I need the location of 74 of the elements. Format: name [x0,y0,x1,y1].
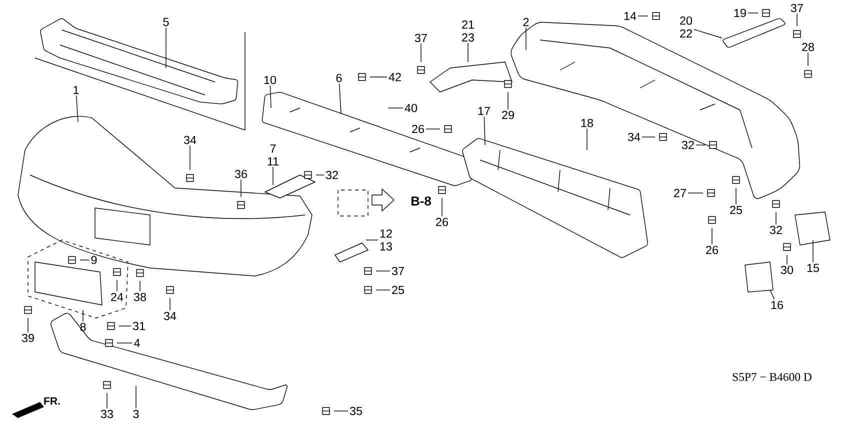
leader-line [586,128,588,150]
callout-number: 32 [326,170,338,180]
leader-line [748,12,758,14]
leader-line [272,166,274,186]
leader-line [116,280,118,292]
leader-line [642,136,656,138]
diagram-code: S5P7 − B4600 D [732,373,812,381]
leader-line [76,95,78,122]
callout-number: 14 [624,12,636,20]
callout-number: 26 [436,218,448,226]
callout-number: 37 [414,34,427,42]
callout-number: 39 [22,334,34,342]
leader-line [786,254,788,265]
callout-number: 35 [350,406,362,416]
callout-number: 26 [706,246,718,254]
callout-number: 34 [184,136,196,144]
callout-number: 38 [134,292,146,302]
leader-line [106,392,108,409]
leader-line [376,270,390,272]
callout-number: 21 23 [462,20,474,42]
callout-number: 26 [412,124,424,134]
callout-number: 18 [581,118,594,128]
leader-line [688,192,704,194]
leader-line [316,174,324,176]
callout-number: 20 22 [680,16,692,38]
leader-line [370,76,388,78]
leader-line [696,144,706,146]
leader-line [796,13,798,26]
callout-number: 25 [392,286,404,294]
callout-number: 37 [392,266,404,276]
leader-line [240,179,242,198]
callout-number: 5 [163,18,169,26]
callout-number: 12 13 [380,229,392,251]
callout-number: 30 [780,266,794,274]
direction-label: FR. [44,397,60,405]
callout-number: 7 11 [268,144,279,166]
callout-number: 29 [502,110,514,120]
leader-line [484,116,486,146]
leader-line [694,29,722,38]
callout-number: 25 [730,206,742,214]
callout-number: 33 [100,410,113,418]
leader-line [426,128,440,130]
callout-number: 31 [132,322,145,330]
callout-number: 15 [807,264,820,272]
callout-number: 2 [523,18,529,26]
callout-number: 34 [628,132,640,142]
leader-line [82,310,84,322]
callout-number: 10 [264,76,276,84]
callout-number: 6 [336,74,342,82]
leader-line [116,342,133,344]
callout-number: 36 [234,170,247,178]
callout-number: 32 [682,140,694,150]
callout-number: 3 [133,410,139,418]
leader-line [812,240,814,263]
leader-line [770,290,775,300]
leader-line [420,43,422,62]
callout-number: 9 [91,256,97,264]
callout-number: 16 [771,300,784,310]
callout-number: 34 [164,312,176,320]
leader-line [270,85,272,108]
callout-number: 42 [388,72,401,82]
callout-number: 40 [404,104,418,112]
callout-number: 17 [478,106,490,116]
leader-line [338,83,342,114]
callout-number: 1 [74,86,79,94]
reference-label: B-8 [412,196,431,206]
callout-number: 19 [734,8,746,18]
leader-line [334,410,348,412]
callout-number: 37 [790,4,803,12]
callout-number: 24 [111,292,124,302]
callout-number: 27 [674,188,686,198]
callout-number: 4 [134,338,140,348]
callout-number: 28 [802,42,814,52]
callout-number: 32 [770,226,782,234]
